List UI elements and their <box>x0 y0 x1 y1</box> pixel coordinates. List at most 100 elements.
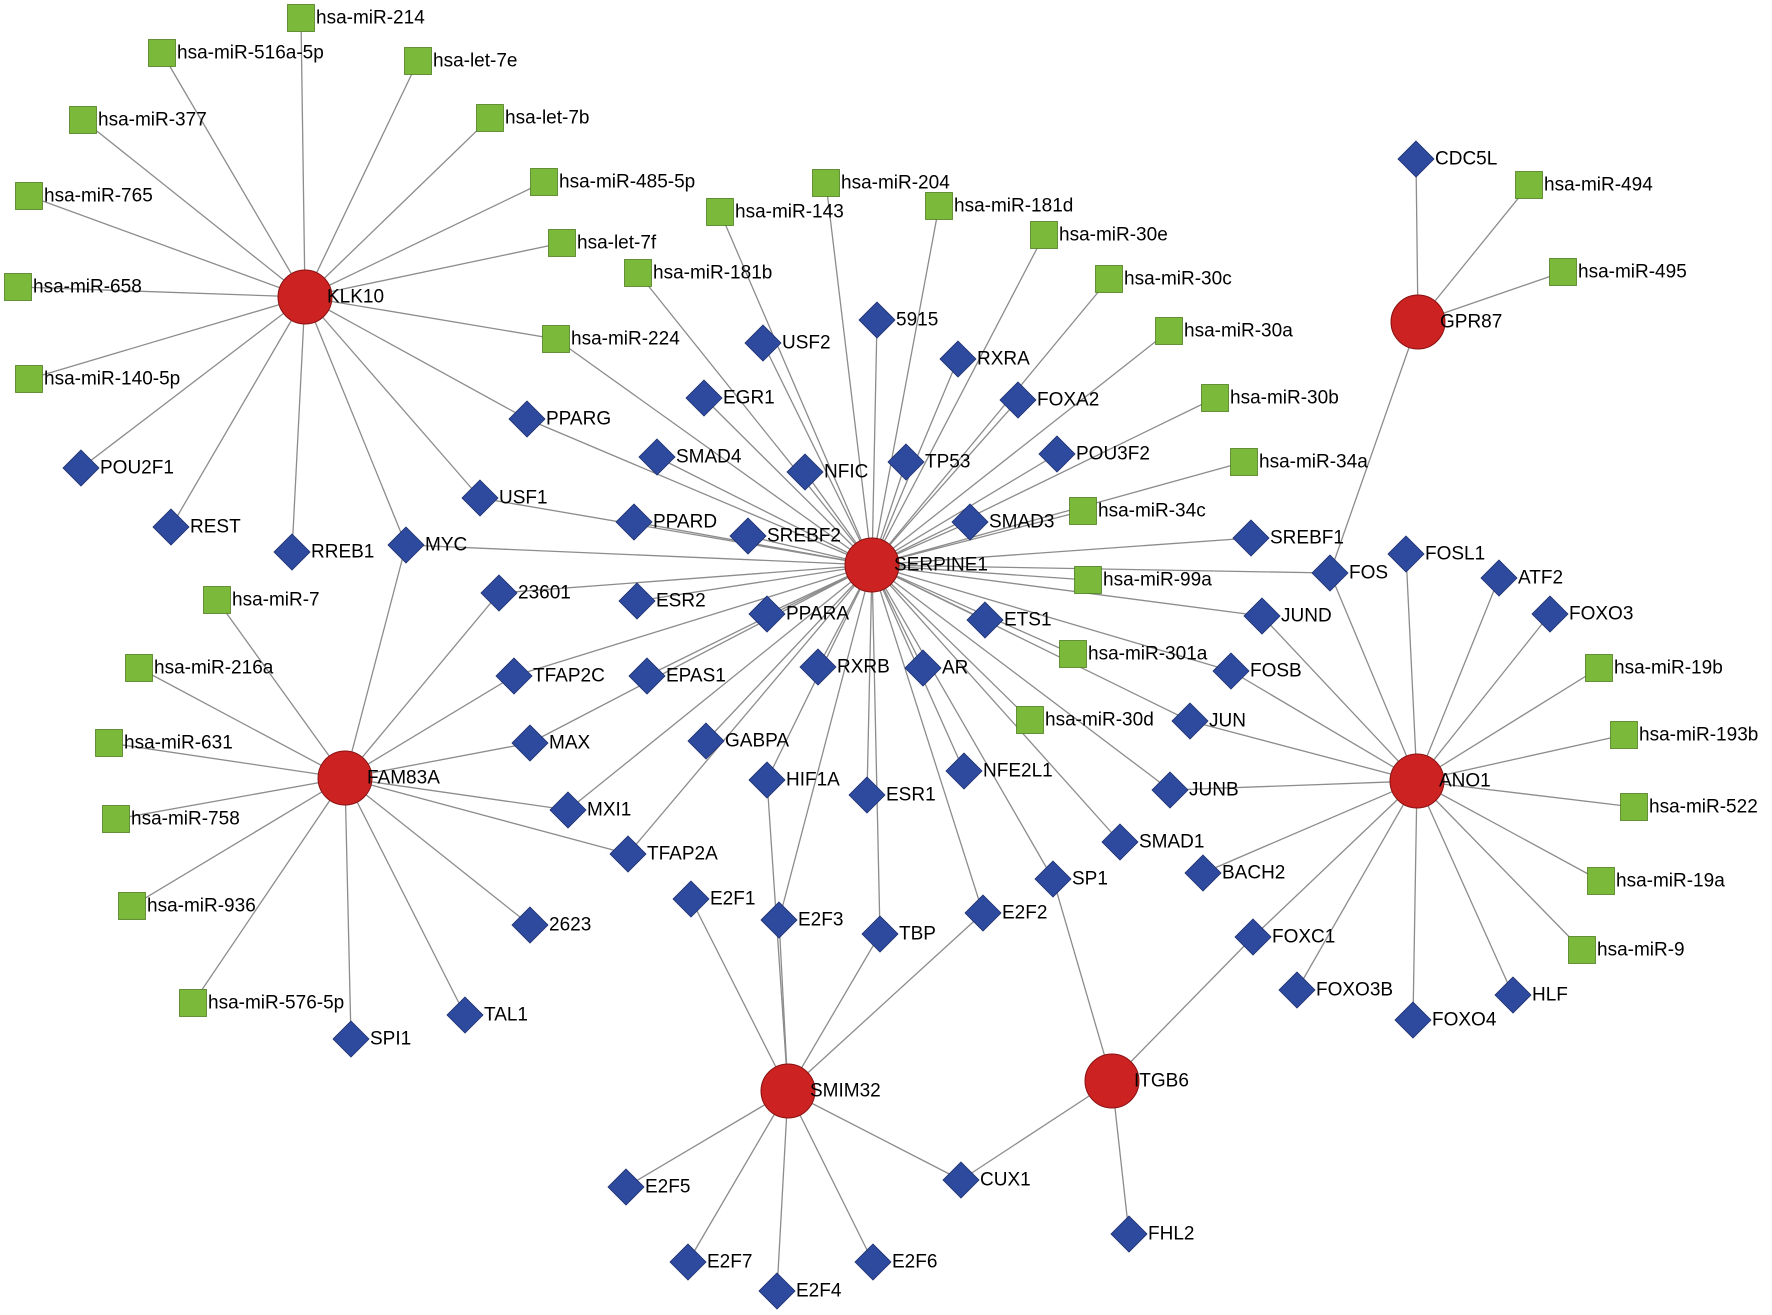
tf-node-nfe2l1[interactable]: NFE2L1 <box>945 752 1053 790</box>
mirna-node-hsa-mir-224[interactable]: hsa-miR-224 <box>542 325 681 353</box>
mirna-node-hsa-mir-193b[interactable]: hsa-miR-193b <box>1610 721 1759 749</box>
mirna-node-hsa-mir-658[interactable]: hsa-miR-658 <box>4 273 142 301</box>
mirna-node-hsa-mir-99a[interactable]: hsa-miR-99a <box>1074 566 1213 594</box>
mirna-node-hsa-mir-377[interactable]: hsa-miR-377 <box>69 106 207 134</box>
tf-node-egr1[interactable]: EGR1 <box>685 379 775 417</box>
tf-node-tp53[interactable]: TP53 <box>887 443 970 481</box>
tf-node-e2f4[interactable]: E2F4 <box>758 1272 842 1310</box>
tf-node-smad1[interactable]: SMAD1 <box>1101 823 1204 861</box>
tf-node-e2f3[interactable]: E2F3 <box>760 901 843 939</box>
mirna-node-hsa-mir-758[interactable]: hsa-miR-758 <box>102 805 240 833</box>
mirna-node-hsa-mir-522[interactable]: hsa-miR-522 <box>1620 793 1758 821</box>
mirna-node-hsa-mir-30c[interactable]: hsa-miR-30c <box>1095 265 1232 293</box>
tf-node-bach2[interactable]: BACH2 <box>1184 854 1285 892</box>
tf-node-pou3f2[interactable]: POU3F2 <box>1038 435 1150 473</box>
mirna-node-hsa-mir-495[interactable]: hsa-miR-495 <box>1549 258 1687 286</box>
tf-node-ppard[interactable]: PPARD <box>615 503 717 541</box>
mirna-node-hsa-mir-19a[interactable]: hsa-miR-19a <box>1587 867 1726 895</box>
tf-node-esr1[interactable]: ESR1 <box>848 776 936 814</box>
tf-node-esr2[interactable]: ESR2 <box>618 582 706 620</box>
tf-node-usf2[interactable]: USF2 <box>744 324 831 362</box>
tf-node-e2f7[interactable]: E2F7 <box>669 1243 752 1281</box>
tf-node-23601[interactable]: 23601 <box>480 574 571 612</box>
mirna-node-hsa-let-7e[interactable]: hsa-let-7e <box>404 47 518 75</box>
tf-node-5915[interactable]: 5915 <box>858 301 938 339</box>
hub-node-klk10[interactable]: KLK10 <box>277 269 384 325</box>
tf-node-usf1[interactable]: USF1 <box>461 479 548 517</box>
tf-node-max[interactable]: MAX <box>511 724 591 762</box>
mirna-node-hsa-mir-30e[interactable]: hsa-miR-30e <box>1030 221 1168 249</box>
mirna-node-hsa-mir-30d[interactable]: hsa-miR-30d <box>1016 706 1154 734</box>
tf-node-pou2f1[interactable]: POU2F1 <box>62 449 174 487</box>
tf-node-tbp[interactable]: TBP <box>861 915 936 953</box>
tf-node-cux1[interactable]: CUX1 <box>942 1161 1031 1199</box>
tf-node-foxo4[interactable]: FOXO4 <box>1394 1001 1497 1039</box>
mirna-node-hsa-mir-516a-5p[interactable]: hsa-miR-516a-5p <box>148 39 324 67</box>
hub-node-ano1[interactable]: ANO1 <box>1389 753 1491 809</box>
mirna-node-hsa-mir-216a[interactable]: hsa-miR-216a <box>125 654 274 682</box>
tf-node-hlf[interactable]: HLF <box>1494 976 1568 1014</box>
tf-node-rest[interactable]: REST <box>152 508 241 546</box>
mirna-node-hsa-mir-19b[interactable]: hsa-miR-19b <box>1585 654 1723 682</box>
hub-node-gpr87[interactable]: GPR87 <box>1390 294 1502 350</box>
tf-node-e2f2[interactable]: E2F2 <box>964 894 1047 932</box>
tf-node-ppara[interactable]: PPARA <box>748 595 849 633</box>
tf-node-mxi1[interactable]: MXI1 <box>549 791 631 829</box>
tf-node-e2f5[interactable]: E2F5 <box>607 1168 690 1206</box>
mirna-node-hsa-mir-9[interactable]: hsa-miR-9 <box>1568 936 1685 964</box>
tf-node-tfap2a[interactable]: TFAP2A <box>609 835 718 873</box>
tf-node-myc[interactable]: MYC <box>387 526 467 564</box>
mirna-node-hsa-mir-765[interactable]: hsa-miR-765 <box>15 182 153 210</box>
tf-node-jun[interactable]: JUN <box>1171 702 1246 740</box>
tf-node-foxc1[interactable]: FOXC1 <box>1234 918 1335 956</box>
tf-node-srebf2[interactable]: SREBF2 <box>729 517 841 555</box>
mirna-node-hsa-mir-181d[interactable]: hsa-miR-181d <box>925 192 1074 220</box>
tf-node-pparg[interactable]: PPARG <box>508 400 611 438</box>
tf-node-atf2[interactable]: ATF2 <box>1480 559 1563 597</box>
mirna-node-hsa-mir-140-5p[interactable]: hsa-miR-140-5p <box>15 365 181 393</box>
mirna-node-hsa-mir-631[interactable]: hsa-miR-631 <box>95 729 233 757</box>
mirna-node-hsa-mir-7[interactable]: hsa-miR-7 <box>203 586 320 614</box>
hub-node-itgb6[interactable]: ITGB6 <box>1084 1053 1189 1109</box>
tf-node-fos[interactable]: FOS <box>1311 554 1388 592</box>
tf-node-ets1[interactable]: ETS1 <box>966 601 1052 639</box>
hub-node-serpine1[interactable]: SERPINE1 <box>844 537 988 593</box>
tf-node-hif1a[interactable]: HIF1A <box>748 761 840 799</box>
tf-node-rreb1[interactable]: RREB1 <box>273 533 374 571</box>
mirna-node-hsa-mir-30a[interactable]: hsa-miR-30a <box>1155 317 1294 345</box>
tf-node-cdc5l[interactable]: CDC5L <box>1397 140 1497 178</box>
mirna-node-hsa-mir-34c[interactable]: hsa-miR-34c <box>1069 497 1206 525</box>
mirna-node-hsa-let-7b[interactable]: hsa-let-7b <box>476 104 590 132</box>
tf-node-rxrb[interactable]: RXRB <box>799 648 890 686</box>
tf-node-e2f6[interactable]: E2F6 <box>854 1243 937 1281</box>
tf-node-foxa2[interactable]: FOXA2 <box>999 381 1099 419</box>
tf-node-nfic[interactable]: NFIC <box>786 453 868 491</box>
mirna-node-hsa-mir-181b[interactable]: hsa-miR-181b <box>624 259 773 287</box>
mirna-node-hsa-mir-301a[interactable]: hsa-miR-301a <box>1059 640 1208 668</box>
tf-node-gabpa[interactable]: GABPA <box>687 722 789 760</box>
tf-node-fosl1[interactable]: FOSL1 <box>1387 535 1485 573</box>
tf-node-epas1[interactable]: EPAS1 <box>628 657 726 695</box>
tf-node-spi1[interactable]: SPI1 <box>332 1020 411 1058</box>
mirna-node-hsa-let-7f[interactable]: hsa-let-7f <box>548 229 657 257</box>
tf-node-foxo3[interactable]: FOXO3 <box>1531 595 1633 633</box>
mirna-node-hsa-mir-494[interactable]: hsa-miR-494 <box>1515 171 1654 199</box>
mirna-node-hsa-mir-204[interactable]: hsa-miR-204 <box>812 169 951 197</box>
tf-node-2623[interactable]: 2623 <box>511 906 591 944</box>
mirna-node-hsa-mir-143[interactable]: hsa-miR-143 <box>706 198 844 226</box>
hub-node-fam83a[interactable]: FAM83A <box>317 750 440 806</box>
mirna-node-hsa-mir-936[interactable]: hsa-miR-936 <box>118 892 256 920</box>
mirna-node-hsa-mir-576-5p[interactable]: hsa-miR-576-5p <box>179 989 345 1017</box>
tf-node-fhl2[interactable]: FHL2 <box>1110 1215 1194 1253</box>
mirna-node-hsa-mir-214[interactable]: hsa-miR-214 <box>287 4 426 32</box>
tf-node-e2f1[interactable]: E2F1 <box>672 880 755 918</box>
tf-node-rxra[interactable]: RXRA <box>939 340 1030 378</box>
mirna-node-hsa-mir-485-5p[interactable]: hsa-miR-485-5p <box>530 168 696 196</box>
tf-node-smad4[interactable]: SMAD4 <box>638 438 742 476</box>
tf-node-junb[interactable]: JUNB <box>1151 771 1239 809</box>
tf-node-smad3[interactable]: SMAD3 <box>951 503 1054 541</box>
hub-node-smim32[interactable]: SMIM32 <box>760 1063 881 1119</box>
tf-node-fosb[interactable]: FOSB <box>1212 652 1302 690</box>
tf-node-jund[interactable]: JUND <box>1243 597 1332 635</box>
tf-node-ar[interactable]: AR <box>904 649 968 687</box>
